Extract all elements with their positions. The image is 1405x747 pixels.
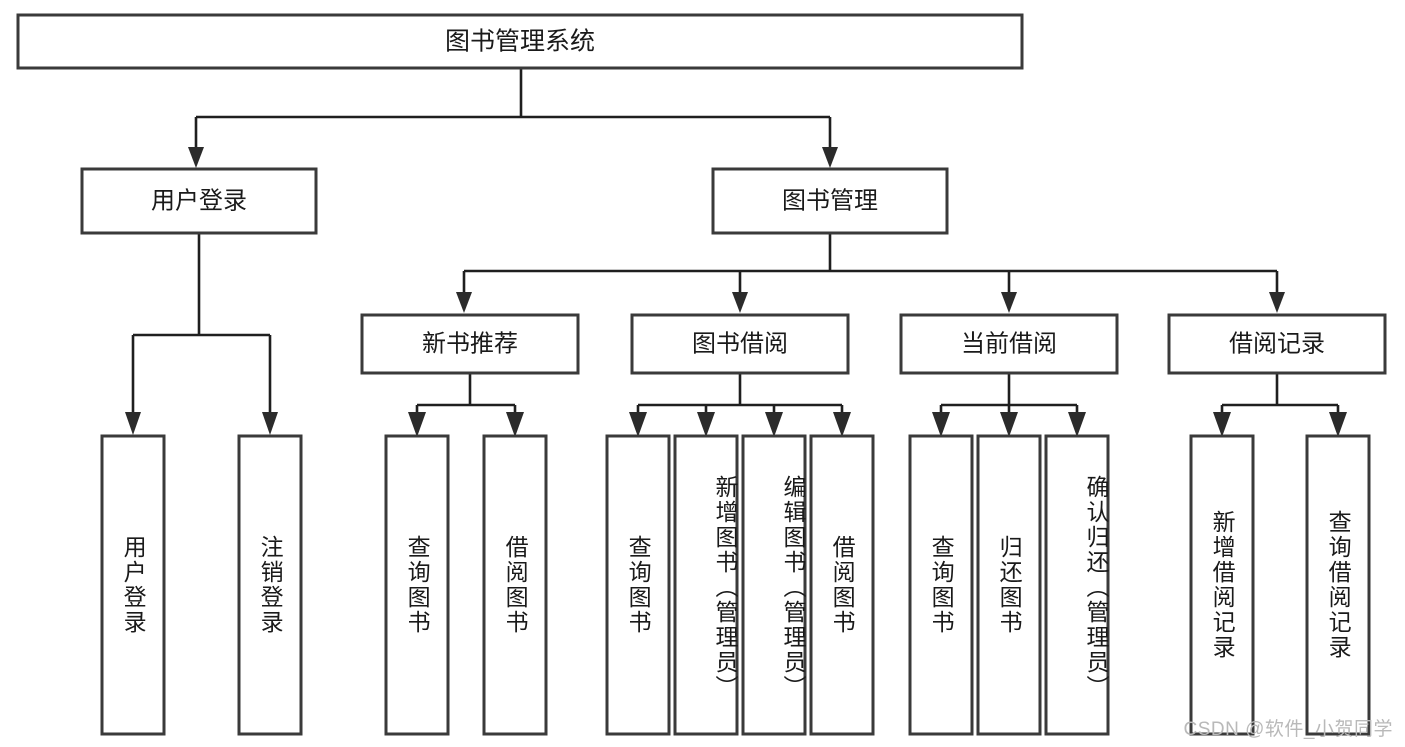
node-borrow-record-box[interactable] [1167, 313, 1387, 375]
leaf-group-current-borrow [908, 434, 1110, 736]
arrow-head-newbook-leaf1 [408, 412, 426, 437]
arrow-head-record [1269, 292, 1285, 313]
node-book-borrow-label: 图书借阅 [692, 330, 788, 357]
arrow-head-current [1001, 292, 1017, 313]
arrow-head-userlogin-leaf1 [125, 412, 141, 435]
node-user-login-box[interactable] [80, 167, 318, 235]
node-current-borrow-box[interactable] [899, 313, 1119, 375]
edge-group-record [1213, 373, 1347, 437]
leaf-box-borrow-record-0[interactable] [1189, 434, 1255, 736]
leaf-box-new-book-recommend-1[interactable] [482, 434, 548, 736]
arrow-head-userlogin-leaf2 [262, 412, 278, 435]
leaf-box-current-borrow-0[interactable] [908, 434, 974, 736]
node-root-box[interactable] [16, 13, 1024, 70]
node-current-borrow[interactable]: 当前借阅 [899, 313, 1119, 375]
csdn-watermark: CSDN @软件_小贺同学 [1183, 719, 1393, 740]
node-borrow-record-label: 借阅记录 [1229, 330, 1325, 357]
node-user-login[interactable]: 用户登录 [80, 167, 318, 235]
node-new-book-recommend-label: 新书推荐 [422, 330, 518, 357]
leaf-group-book-borrow [605, 434, 875, 736]
arrow-head-borrow-leaf3 [765, 412, 783, 437]
arrow-head-current-leaf1 [932, 412, 950, 437]
leaf-group-borrow-record [1189, 434, 1371, 736]
node-user-login-label: 用户登录 [151, 187, 247, 214]
edge-group-current [932, 373, 1086, 437]
leaf-box-borrow-record-1[interactable] [1305, 434, 1371, 736]
arrow-head-newbook [456, 292, 472, 313]
leaf-group-user-login [100, 434, 303, 736]
node-book-management-label: 图书管理 [782, 187, 878, 214]
leaf-box-book-borrow-1[interactable] [673, 434, 739, 736]
edge-group-book-mgmt [456, 233, 1285, 313]
leaf-box-user-login-1[interactable] [237, 434, 303, 736]
leaf-box-book-borrow-0[interactable] [605, 434, 671, 736]
leaf-box-current-borrow-1[interactable] [976, 434, 1042, 736]
leaf-box-book-borrow-3[interactable] [809, 434, 875, 736]
edge-group-root [188, 68, 838, 168]
node-current-borrow-label: 当前借阅 [961, 330, 1057, 357]
arrow-head-record-leaf1 [1213, 412, 1231, 437]
arrow-head-borrow [732, 292, 748, 313]
node-new-book-recommend[interactable]: 新书推荐 [360, 313, 580, 375]
arrow-head-newbook-leaf2 [506, 412, 524, 437]
leaf-box-new-book-recommend-0[interactable] [384, 434, 450, 736]
arrow-head-user-login [188, 147, 204, 168]
node-root-label: 图书管理系统 [445, 28, 595, 56]
leaf-box-current-borrow-2[interactable] [1044, 434, 1110, 736]
edge-group-borrow [629, 373, 851, 437]
node-root[interactable]: 图书管理系统 [16, 13, 1024, 70]
node-book-management-box[interactable] [711, 167, 949, 235]
arrow-head-borrow-leaf2 [697, 412, 715, 437]
node-borrow-record[interactable]: 借阅记录 [1167, 313, 1387, 375]
arrow-head-borrow-leaf4 [833, 412, 851, 437]
edge-group-user-login [125, 233, 278, 435]
arrow-head-current-leaf2 [1000, 412, 1018, 437]
arrow-head-current-leaf3 [1068, 412, 1086, 437]
leaf-box-book-borrow-2[interactable] [741, 434, 807, 736]
node-book-management[interactable]: 图书管理 [711, 167, 949, 235]
arrow-head-book-mgmt [822, 147, 838, 168]
leaf-group-new-book-recommend [384, 434, 548, 736]
node-book-borrow[interactable]: 图书借阅 [630, 313, 850, 375]
arrow-head-borrow-leaf1 [629, 412, 647, 437]
node-new-book-recommend-box[interactable] [360, 313, 580, 375]
leaf-box-user-login-0[interactable] [100, 434, 166, 736]
arrow-head-record-leaf2 [1329, 412, 1347, 437]
edge-group-newbook [408, 373, 524, 437]
node-book-borrow-box[interactable] [630, 313, 850, 375]
